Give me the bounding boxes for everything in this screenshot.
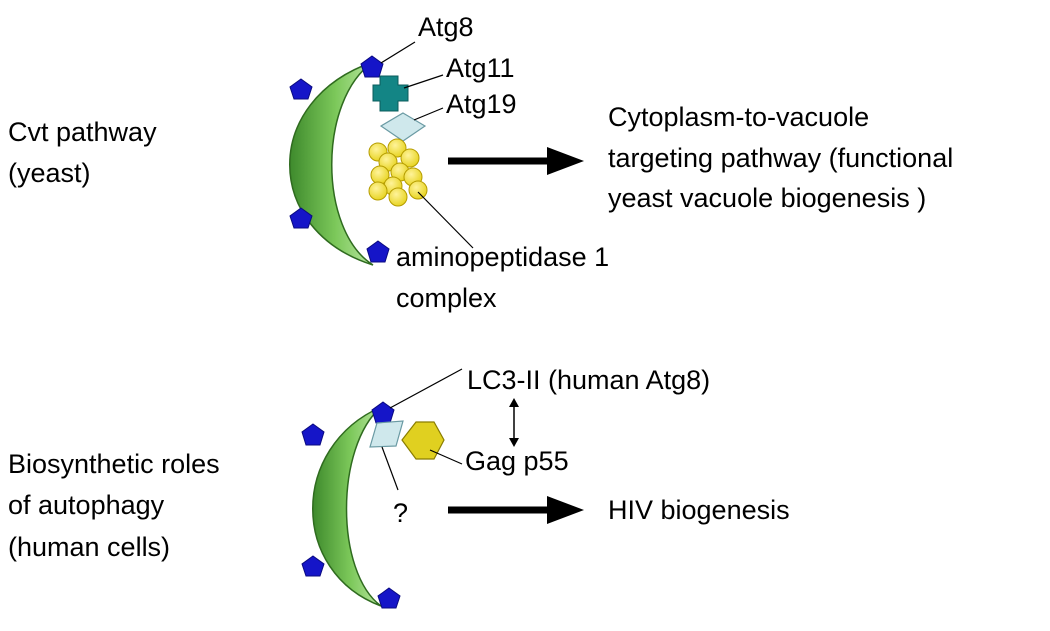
lc3-label: LC3-II (human Atg8) — [467, 365, 710, 395]
atg19-label: Atg19 — [446, 89, 517, 119]
cvt-pathway-section: Cvt pathway (yeast) — [8, 12, 953, 313]
cvt-outcome-line3: yeast vacuole biogenesis ) — [608, 183, 926, 213]
lc3-pentagon-icon — [301, 555, 325, 577]
cvt-outcome-line1: Cytoplasm-to-vacuole — [608, 102, 869, 132]
double-arrow-icon — [509, 398, 519, 447]
gag-label: Gag p55 — [465, 446, 569, 476]
hiv-outcome-arrow — [448, 496, 584, 524]
cvt-outcome-line2: targeting pathway (functional — [608, 143, 953, 173]
cvt-section-label-line2: (yeast) — [8, 158, 91, 188]
unknown-leader-line — [381, 446, 399, 491]
autophagy-section-label-line2: of autophagy — [8, 490, 165, 520]
atg8-leader-line — [380, 41, 416, 64]
atg8-pentagon-icon — [366, 240, 390, 263]
atg8-label: Atg8 — [418, 12, 474, 42]
aminopeptidase-label-line1: aminopeptidase 1 — [396, 242, 609, 272]
atg8-pentagon-icon — [360, 55, 384, 78]
atg19-leader-line — [413, 107, 444, 121]
lc3-pentagon-icon — [377, 587, 401, 609]
atg19-diamond-icon — [379, 112, 427, 142]
aminopeptidase-label-line2: complex — [396, 283, 497, 313]
autophagy-section-label-line3: (human cells) — [8, 532, 170, 562]
lc3-leader-line — [389, 368, 463, 409]
aminopeptidase-leader-line — [417, 191, 474, 249]
autophagy-section-label-line1: Biosynthetic roles — [8, 449, 220, 479]
phagophore-membrane — [289, 61, 374, 266]
atg11-label: Atg11 — [446, 53, 515, 83]
cvt-outcome-arrow — [448, 147, 584, 175]
aminopeptidase-complex — [368, 138, 428, 207]
hiv-outcome-label: HIV biogenesis — [608, 495, 790, 525]
lc3-pentagon-icon — [371, 401, 395, 424]
phagophore-membrane — [312, 406, 382, 607]
unknown-label: ? — [393, 498, 408, 528]
atg8-pentagon-icon — [289, 207, 313, 229]
gag-hexagon-icon — [401, 421, 445, 460]
receptor-quad-icon — [369, 420, 404, 448]
gag-leader-line — [429, 449, 463, 465]
autophagy-section: Biosynthetic roles of autophagy (human c… — [8, 365, 790, 609]
atg11-cross-icon — [372, 75, 409, 112]
atg8-pentagon-icon — [289, 78, 313, 100]
lc3-pentagon-icon — [301, 423, 325, 446]
cvt-section-label-line1: Cvt pathway — [8, 117, 157, 147]
atg11-leader-line — [403, 74, 444, 89]
